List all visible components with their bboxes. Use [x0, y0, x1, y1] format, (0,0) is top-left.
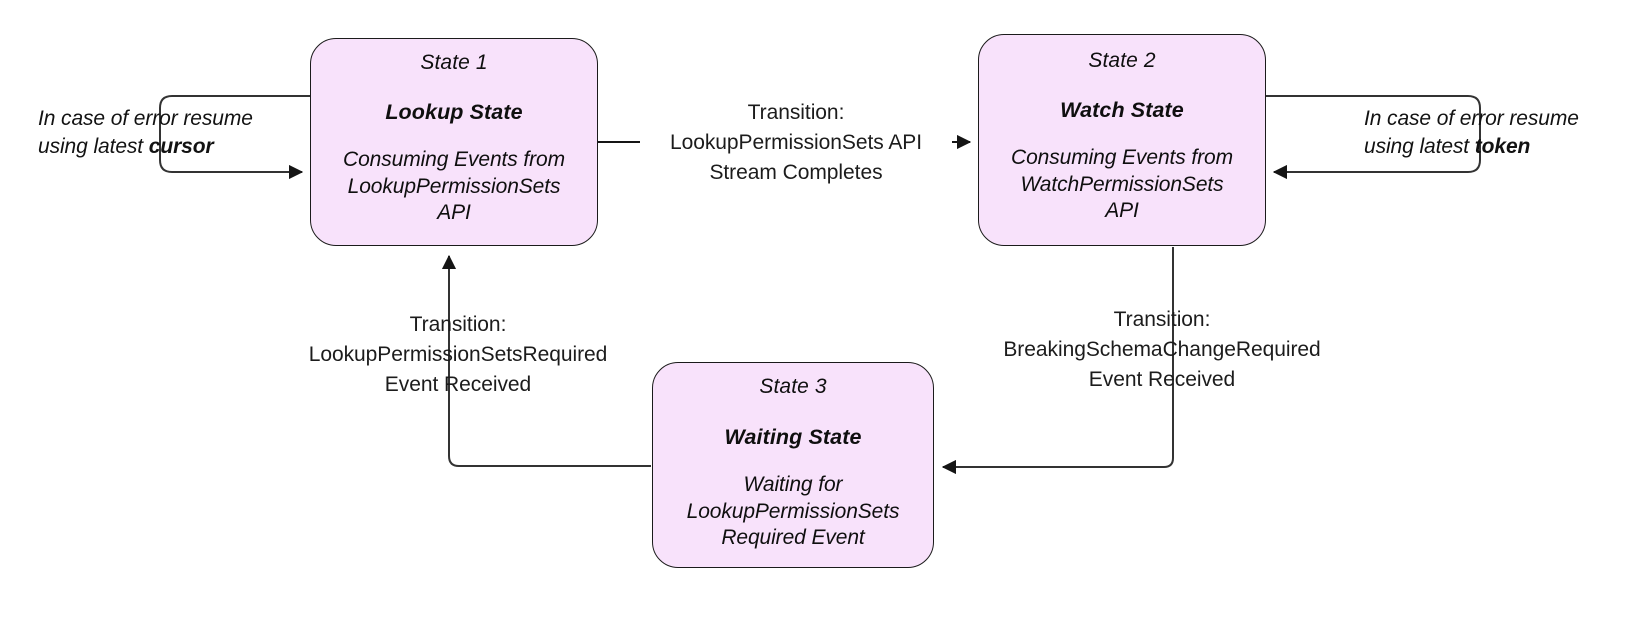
self-loop-line-2-prefix: using latest [1364, 135, 1475, 158]
self-loop-label-lookup-state: In case of error resume using latest cur… [38, 105, 288, 161]
state-node-watch-state[interactable]: State 2 Watch State Consuming Events fro… [978, 34, 1266, 246]
self-loop-line-2-emphasis: token [1474, 135, 1531, 158]
self-loop-line-1: In case of error resume [1364, 107, 1579, 130]
self-loop-line-1: In case of error resume [38, 107, 253, 130]
edge-label-waiting-to-lookup: Transition: LookupPermissionSetsRequired… [308, 313, 608, 396]
state-description: Waiting for LookupPermissionSets Require… [686, 473, 900, 549]
edge-label-watch-to-waiting: Transition: BreakingSchemaChangeRequired… [1003, 308, 1321, 391]
state-index-label: State 3 [759, 375, 827, 398]
self-loop-label-watch-state: In case of error resume using latest tok… [1364, 105, 1614, 161]
state-index-label: State 1 [420, 51, 488, 74]
state-title: Watch State [1060, 98, 1184, 122]
state-node-waiting-state[interactable]: State 3 Waiting State Waiting for Lookup… [652, 362, 934, 568]
state-description: Consuming Events from LookupPermissionSe… [343, 148, 565, 224]
state-description: Consuming Events from WatchPermissionSet… [1011, 146, 1233, 222]
self-loop-line-2-prefix: using latest [38, 135, 149, 158]
edge-label-lookup-to-watch: Transition: LookupPermissionSets API Str… [640, 98, 952, 188]
state-index-label: State 2 [1088, 49, 1156, 72]
self-loop-line-2-emphasis: cursor [148, 135, 214, 158]
state-node-lookup-state[interactable]: State 1 Lookup State Consuming Events fr… [310, 38, 598, 246]
state-title: Lookup State [385, 100, 523, 124]
state-title: Waiting State [724, 425, 862, 449]
